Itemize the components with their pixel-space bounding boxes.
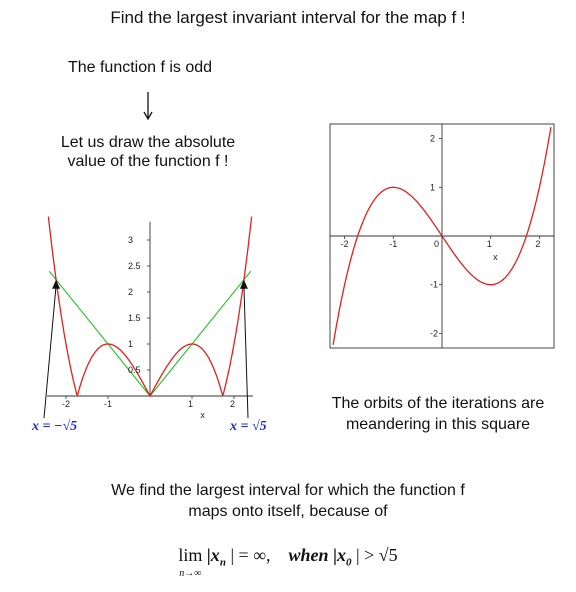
orbits-note: The orbits of the iterations are meander… [300,393,576,435]
odd-function-note: The function f is odd [67,59,213,76]
pos-sqrt5-label: x = √5 [230,419,267,434]
left-plot-ticks: -2 -1 1 2 3 2.5 2 1.5 1 0.5 x [62,235,235,420]
left-plot-green-lines [48,270,252,397]
left-y-tick-label: 3 [128,235,133,245]
lim-subscript: n→∞ [179,568,202,579]
rhs-abs: |x [333,545,347,565]
left-x-axis-label: x [200,410,205,420]
limit-formula: lim n→∞ |xn | = ∞, when |x0 | > √5 [0,545,576,587]
equals-infinity: | = ∞, [230,545,271,565]
left-x-tick-label: 2 [230,399,235,409]
left-x-tick-label: 1 [188,399,193,409]
right-x-tick-label: 0 [434,239,439,249]
right-y-tick-label: 2 [430,134,435,144]
pointer-arrowhead-right [239,279,248,289]
interval-line-2: maps onto itself, because of [188,503,388,520]
when-word: when [288,545,329,565]
left-y-tick-label: 1 [128,339,133,349]
lim-word: lim [178,545,203,565]
green-line-right [149,270,252,397]
left-plot-arrows [43,279,249,419]
absolute-value-line-2: value of the function f ! [67,153,229,170]
left-y-tick-label: 1.5 [128,313,141,323]
pointer-arrow-right [243,285,249,419]
pointer-arrow-left [43,285,57,419]
page-title: Find the largest invariant interval for … [110,8,466,27]
down-arrow-icon [143,92,153,121]
lhs-sub: n [219,556,226,569]
rhs-sub: 0 [346,556,352,569]
lhs-abs: |x [206,545,220,565]
right-plot-ticks: -2 -1 0 1 2 2 1 -1 -2 x [341,134,541,339]
neg-sqrt5-label: x = −√5 [32,419,78,434]
pointer-arrowhead-left [52,279,61,289]
left-x-tick-label: -1 [104,399,112,409]
absolute-value-line-1: Let us draw the absolute [60,134,236,151]
interval-line-1: We find the largest interval for which t… [111,482,465,499]
interval-note: We find the largest interval for which t… [0,480,576,522]
left-y-tick-label: 0.5 [128,365,141,375]
left-y-tick-label: 2.5 [128,261,141,271]
absolute-value-plot: -2 -1 1 2 3 2.5 2 1.5 1 0.5 x [43,216,253,420]
right-x-tick-label: -1 [389,239,397,249]
orbits-line-1: The orbits of the iterations are [331,395,545,412]
right-y-tick-label: 1 [430,182,435,192]
left-plot-abs-curve [47,216,253,398]
right-x-axis-label: x [493,252,498,262]
right-x-tick-label: 2 [535,239,540,249]
right-y-tick-label: -1 [430,280,438,290]
absolute-value-note: Let us draw the absolute value of the fu… [0,133,296,171]
right-y-tick-label: -2 [430,328,438,338]
orbits-line-2: meandering in this square [345,416,531,433]
left-x-tick-label: -2 [62,399,70,409]
right-x-tick-label: -2 [341,239,349,249]
green-line-left [48,270,151,397]
right-x-tick-label: 1 [487,239,492,249]
function-plot: -2 -1 0 1 2 2 1 -1 -2 x [329,123,555,349]
left-y-tick-label: 2 [128,287,133,297]
greater-sqrt5: | > √5 [356,545,398,565]
